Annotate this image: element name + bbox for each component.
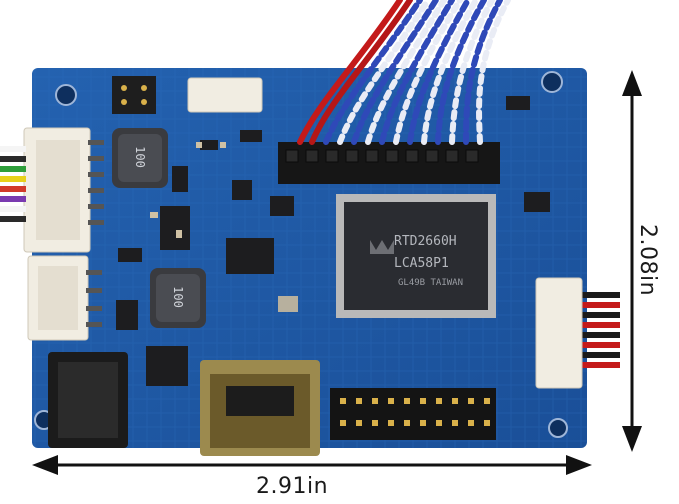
left-cable-wires — [0, 146, 26, 222]
right-cable-wires — [580, 292, 620, 368]
right-white-connector — [535, 277, 583, 389]
lvds-pin-header — [278, 142, 500, 184]
width-dimension-arrow — [32, 455, 592, 475]
inductor-bottom — [150, 268, 206, 328]
chip-marking-line2: LCA58P1 — [394, 256, 449, 271]
top-pin-header — [112, 76, 156, 114]
left-connector-bottom — [27, 255, 102, 341]
lvds-ribbon-cable — [297, 0, 511, 145]
top-white-connector — [187, 77, 263, 113]
inductor-top — [112, 128, 168, 188]
chip-marking-line1: RTD2660H — [394, 234, 457, 249]
smd-components — [116, 96, 550, 386]
height-dimension-arrow — [622, 70, 642, 452]
main-ic-chip — [336, 194, 496, 318]
bottom-pin-header — [330, 388, 496, 440]
left-connector-top — [23, 127, 104, 253]
chip-marking-line3: GL49B TAIWAN — [398, 278, 464, 288]
inductor-bottom-marking: 100 — [171, 286, 185, 308]
hdmi-port — [200, 360, 320, 456]
height-dimension-label: 2.08in — [635, 223, 661, 297]
width-dimension-label: 2.91in — [256, 474, 329, 499]
inductor-top-marking: 100 — [133, 146, 147, 168]
